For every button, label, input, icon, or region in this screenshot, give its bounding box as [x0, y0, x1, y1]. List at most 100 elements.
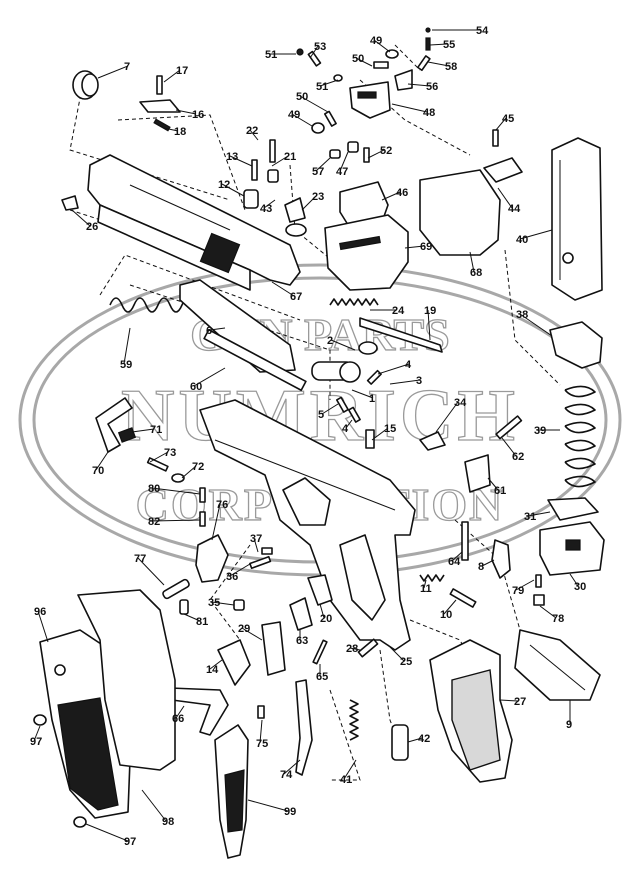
part-callout-number: 20: [320, 613, 332, 625]
small-parts-1-5: [311, 341, 382, 423]
part-callout-number: 98: [162, 816, 174, 828]
callout-leader-line: [387, 644, 405, 662]
callout-leader-line: [141, 789, 167, 822]
parts-66-74-75: [169, 679, 313, 776]
part-callout-number: 4: [405, 359, 412, 371]
part-callout-number: 21: [284, 151, 296, 163]
callout-leader-line: [330, 339, 356, 351]
part-callout-number: 30: [574, 581, 586, 593]
pins-28-65: [312, 638, 379, 665]
callout-leader-line: [389, 379, 421, 385]
callout-leader-line: [137, 557, 165, 586]
slide: [87, 154, 301, 291]
callout-leader-line: [499, 699, 519, 702]
callout-leader-line: [381, 191, 401, 201]
callout-leader-line: [427, 61, 450, 67]
part-callout-number: 80: [148, 483, 160, 495]
part-callout-number: 27: [514, 696, 526, 708]
part-callout-number: 96: [34, 606, 46, 618]
callout-leader-line: [407, 737, 423, 743]
part-callout-number: 6: [206, 325, 212, 337]
callout-leader-line: [291, 113, 313, 127]
part-callout-number: 14: [206, 664, 219, 676]
callout-leader-line: [271, 155, 289, 167]
callout-leader-line: [301, 195, 317, 211]
part-callout-number: 41: [340, 774, 352, 786]
part-callout-number: 34: [454, 397, 467, 409]
part-callout-number: 11: [420, 583, 432, 595]
part-callout-number: 9: [566, 719, 572, 731]
callout-leader-line: [253, 537, 259, 553]
part-callout-number: 38: [516, 309, 528, 321]
callout-leader-line: [211, 601, 235, 606]
callout-leader-line: [519, 229, 553, 240]
callout-leader-line: [377, 363, 410, 375]
callout-leader-line: [443, 599, 457, 615]
callout-leader-line: [181, 465, 197, 479]
magazine-follower: [549, 321, 603, 369]
part-callout-number: 54: [476, 25, 489, 37]
callout-leader-line: [367, 149, 385, 159]
callout-leader-line: [407, 83, 431, 87]
part-callout-number: 76: [216, 499, 228, 511]
part-callout-number: 44: [508, 203, 521, 215]
callout-leader-line: [229, 155, 253, 167]
grip-right: [429, 639, 513, 783]
part-callout-number: 29: [238, 623, 250, 635]
callout-leader-line: [569, 573, 579, 587]
callout-leader-line: [345, 419, 353, 429]
parts-64-8: [461, 521, 511, 579]
part-callout-number: 22: [246, 125, 258, 137]
part-callout-number: 18: [174, 126, 186, 138]
callout-leader-line: [211, 503, 221, 541]
part-callout-number: 66: [172, 713, 184, 725]
callout-leader-line: [497, 187, 513, 209]
callout-leader-line: [315, 157, 331, 172]
parts-41-42: [349, 699, 409, 761]
part-callout-number: 17: [176, 65, 188, 77]
slide-blocks: [324, 181, 409, 291]
part-callout-number: 71: [150, 424, 162, 436]
part-callout-number: 55: [443, 39, 455, 51]
part-callout-number: 26: [86, 221, 98, 233]
callout-leader-line: [163, 127, 179, 132]
callout-leader-line: [391, 103, 428, 113]
part-callout-number: 69: [420, 241, 432, 253]
callout-leader-line: [229, 563, 251, 577]
callout-leader-line: [469, 251, 475, 273]
part-callout-number: 23: [312, 191, 324, 203]
part-callout-number: 47: [336, 166, 348, 178]
part-callout-number: 82: [148, 516, 160, 528]
part-callout-number: 28: [346, 643, 358, 655]
callout-leader-line: [539, 605, 557, 619]
callout-leader-line: [85, 823, 129, 842]
part-callout-number: 52: [380, 145, 392, 157]
screws-97: [33, 714, 87, 828]
callout-leader-line: [97, 65, 129, 79]
part-callout-number: 42: [418, 733, 430, 745]
part-callout-number: 65: [316, 671, 328, 683]
spring-24-rod-19: [329, 298, 443, 353]
callout-leader-line: [321, 403, 339, 415]
callout-leader-line: [209, 327, 226, 331]
part-callout-number: 8: [478, 561, 484, 573]
part-callout-number: 79: [512, 585, 524, 597]
callout-leader-line: [123, 327, 131, 365]
callout-leader-line: [427, 309, 431, 341]
callout-leader-line: [247, 799, 289, 812]
magazine: [551, 137, 603, 301]
callout-leader-line: [283, 759, 301, 775]
callout-leader-line: [319, 603, 325, 619]
part-callout-number: 51: [316, 81, 328, 93]
callout-leader-line: [429, 43, 448, 46]
callout-leader-line: [263, 199, 276, 209]
callout-leader-line: [487, 477, 499, 491]
part-callout-number: 43: [260, 203, 272, 215]
part-callout-number: 70: [92, 465, 104, 477]
part-callout-number: 64: [448, 556, 461, 568]
part-callout-number: 16: [192, 109, 204, 121]
grip-panel-99: [214, 724, 249, 859]
part-callout-number: 37: [250, 533, 262, 545]
callout-leader-line: [95, 451, 109, 471]
rear-sight-assembly: [296, 27, 431, 134]
